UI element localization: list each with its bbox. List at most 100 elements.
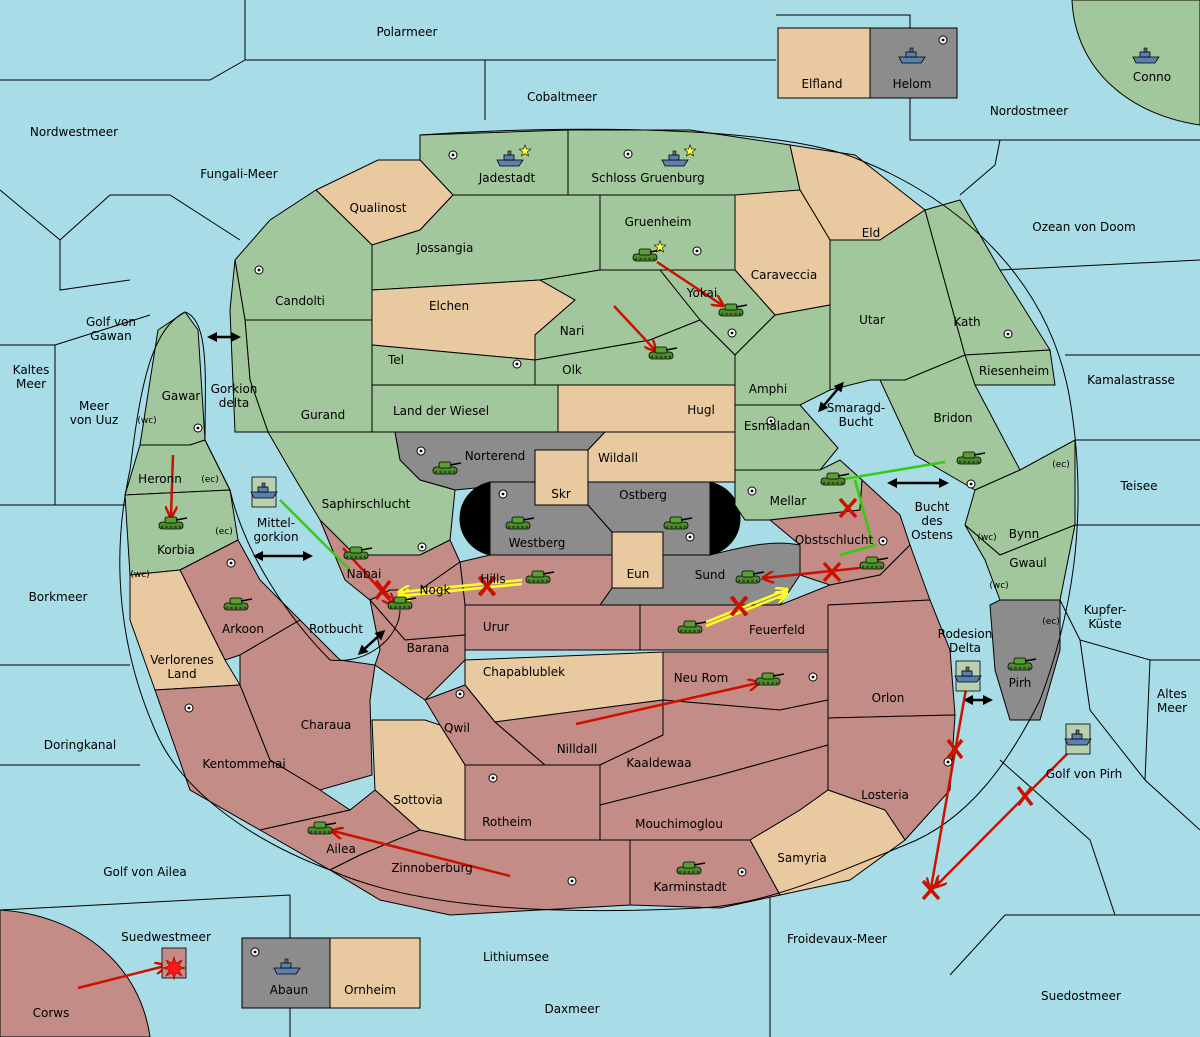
supply-center-icon bbox=[455, 689, 465, 699]
territory-label-mellar: Mellar bbox=[770, 494, 807, 508]
support-order-line bbox=[853, 479, 874, 543]
territory-elfland[interactable] bbox=[777, 27, 871, 99]
territory-gruenheim[interactable] bbox=[599, 194, 736, 271]
move-order-arrow bbox=[613, 305, 655, 350]
sea-label-rotbucht: Rotbucht bbox=[309, 622, 363, 636]
army-unit-icon[interactable] bbox=[676, 861, 706, 875]
support-order-line bbox=[839, 543, 877, 557]
army-unit-icon[interactable] bbox=[307, 821, 337, 835]
sea-label-cobaltmeer: Cobaltmeer bbox=[527, 90, 597, 104]
coastline bbox=[119, 128, 1079, 912]
supply-center-icon bbox=[943, 757, 953, 767]
failed-order-x-icon bbox=[478, 575, 496, 597]
fleet-unit-icon[interactable] bbox=[496, 144, 532, 167]
army-unit-icon[interactable] bbox=[677, 620, 707, 634]
territory-label-orlon: Orlon bbox=[872, 691, 905, 705]
territory-label-mouchimoglou: Mouchimoglou bbox=[635, 817, 723, 831]
territory-label-abaun: Abaun bbox=[270, 983, 308, 997]
convoy-support-arrow-secondary bbox=[705, 594, 786, 628]
sea-label-kamalastrasse: Kamalastrasse bbox=[1087, 373, 1175, 387]
army-unit-icon[interactable] bbox=[755, 672, 785, 686]
army-unit-icon[interactable] bbox=[820, 472, 850, 486]
territory-label-nari: Nari bbox=[560, 324, 585, 338]
territory-label-caraveccia: Caraveccia bbox=[751, 268, 817, 282]
army-unit-icon[interactable] bbox=[859, 556, 889, 570]
territory-label-neu-rom: Neu Rom bbox=[674, 671, 729, 685]
fleet-unit-icon[interactable] bbox=[898, 47, 926, 64]
failed-order-x-icon bbox=[838, 497, 858, 519]
army-unit-icon[interactable] bbox=[525, 570, 555, 584]
fleet-unit-icon[interactable] bbox=[273, 958, 301, 975]
territory-mountain-east-cap[interactable] bbox=[709, 481, 741, 556]
territory-label-wildall: Wildall bbox=[598, 451, 638, 465]
territory-bridon[interactable] bbox=[879, 354, 1021, 491]
dislodged-star-icon bbox=[653, 240, 667, 253]
territory-mountain-west-cap[interactable] bbox=[459, 481, 491, 556]
move-order-arrow bbox=[764, 566, 861, 578]
fleet-unit-icon[interactable] bbox=[954, 660, 982, 692]
army-unit-icon[interactable] bbox=[223, 597, 253, 611]
army-unit-icon[interactable] bbox=[505, 516, 535, 530]
army-unit-icon[interactable] bbox=[956, 451, 986, 465]
sea-label-golf-von-ailea: Golf von Ailea bbox=[103, 865, 187, 879]
territory-label-elchen: Elchen bbox=[429, 299, 469, 313]
sea-label-kupfer-küste: Kupfer-Küste bbox=[1084, 603, 1127, 631]
support-order-line bbox=[279, 499, 351, 571]
territory-orlon[interactable] bbox=[827, 599, 956, 719]
army-unit-icon[interactable] bbox=[735, 570, 765, 584]
territory-label-helom: Helom bbox=[893, 77, 932, 91]
territory-samyria[interactable] bbox=[749, 789, 906, 896]
army-unit-icon[interactable] bbox=[648, 346, 678, 360]
supply-center-icon bbox=[512, 359, 522, 369]
convoy-support-arrow bbox=[400, 578, 523, 592]
supply-center-icon bbox=[766, 416, 776, 426]
sea-label-teisee: Teisee bbox=[1119, 479, 1157, 493]
fleet-unit-icon[interactable] bbox=[661, 144, 697, 167]
territory-label-karminstadt: Karminstadt bbox=[654, 880, 727, 894]
army-unit-icon[interactable] bbox=[632, 240, 667, 262]
supply-center-icon bbox=[737, 867, 747, 877]
territory-label-bridon: Bridon bbox=[933, 411, 972, 425]
territory-kath[interactable] bbox=[924, 199, 1051, 356]
army-unit-icon[interactable] bbox=[663, 516, 693, 530]
army-unit-icon[interactable] bbox=[1007, 657, 1037, 671]
supply-center-icon bbox=[966, 479, 976, 489]
supply-center-icon bbox=[488, 773, 498, 783]
coast-label: (ec) bbox=[215, 527, 233, 537]
sea-label-froidevaux-meer: Froidevaux-Meer bbox=[787, 932, 887, 946]
sea-label-mittel-gorkion: Mittel-gorkion bbox=[253, 516, 298, 544]
army-unit-icon[interactable] bbox=[158, 516, 188, 530]
sea-label-golf-von-pirh: Golf von Pirh bbox=[1046, 767, 1123, 781]
territory-label-skr: Skr bbox=[551, 487, 571, 501]
failed-order-x-icon bbox=[730, 595, 748, 617]
territory-corws[interactable] bbox=[0, 909, 151, 1037]
territory-label-gurand: Gurand bbox=[301, 408, 345, 422]
territory-label-nogk: Nogk bbox=[420, 583, 451, 597]
territory-label-bynn: Bynn bbox=[1009, 527, 1040, 541]
territory-label-rotheim: Rotheim bbox=[482, 815, 532, 829]
fleet-unit-icon[interactable] bbox=[250, 476, 278, 508]
territory-label-hugl: Hugl bbox=[687, 403, 715, 417]
coast-label: (wc) bbox=[989, 581, 1008, 591]
territory-karminstadt[interactable] bbox=[629, 839, 781, 909]
territory-kentommenai[interactable] bbox=[154, 684, 352, 831]
territory-ornheim[interactable] bbox=[329, 937, 421, 1009]
supply-center-icon bbox=[938, 35, 948, 45]
fleet-unit-icon[interactable] bbox=[1064, 723, 1092, 755]
coast-label: (ec) bbox=[201, 475, 219, 485]
fleet-unit-icon[interactable] bbox=[1132, 47, 1160, 64]
army-unit-icon[interactable] bbox=[343, 546, 373, 560]
army-unit-icon[interactable] bbox=[432, 461, 462, 475]
coast-label: (wc) bbox=[137, 416, 156, 426]
army-unit-icon[interactable] bbox=[387, 596, 417, 610]
territory-label-qwil: Qwil bbox=[444, 721, 470, 735]
territory-label-land-der-wiesel: Land der Wiesel bbox=[393, 404, 489, 418]
territory-label-zinnoberburg: Zinnoberburg bbox=[391, 861, 473, 875]
territory-label-norterend: Norterend bbox=[465, 449, 526, 463]
army-unit-icon[interactable] bbox=[718, 303, 748, 317]
